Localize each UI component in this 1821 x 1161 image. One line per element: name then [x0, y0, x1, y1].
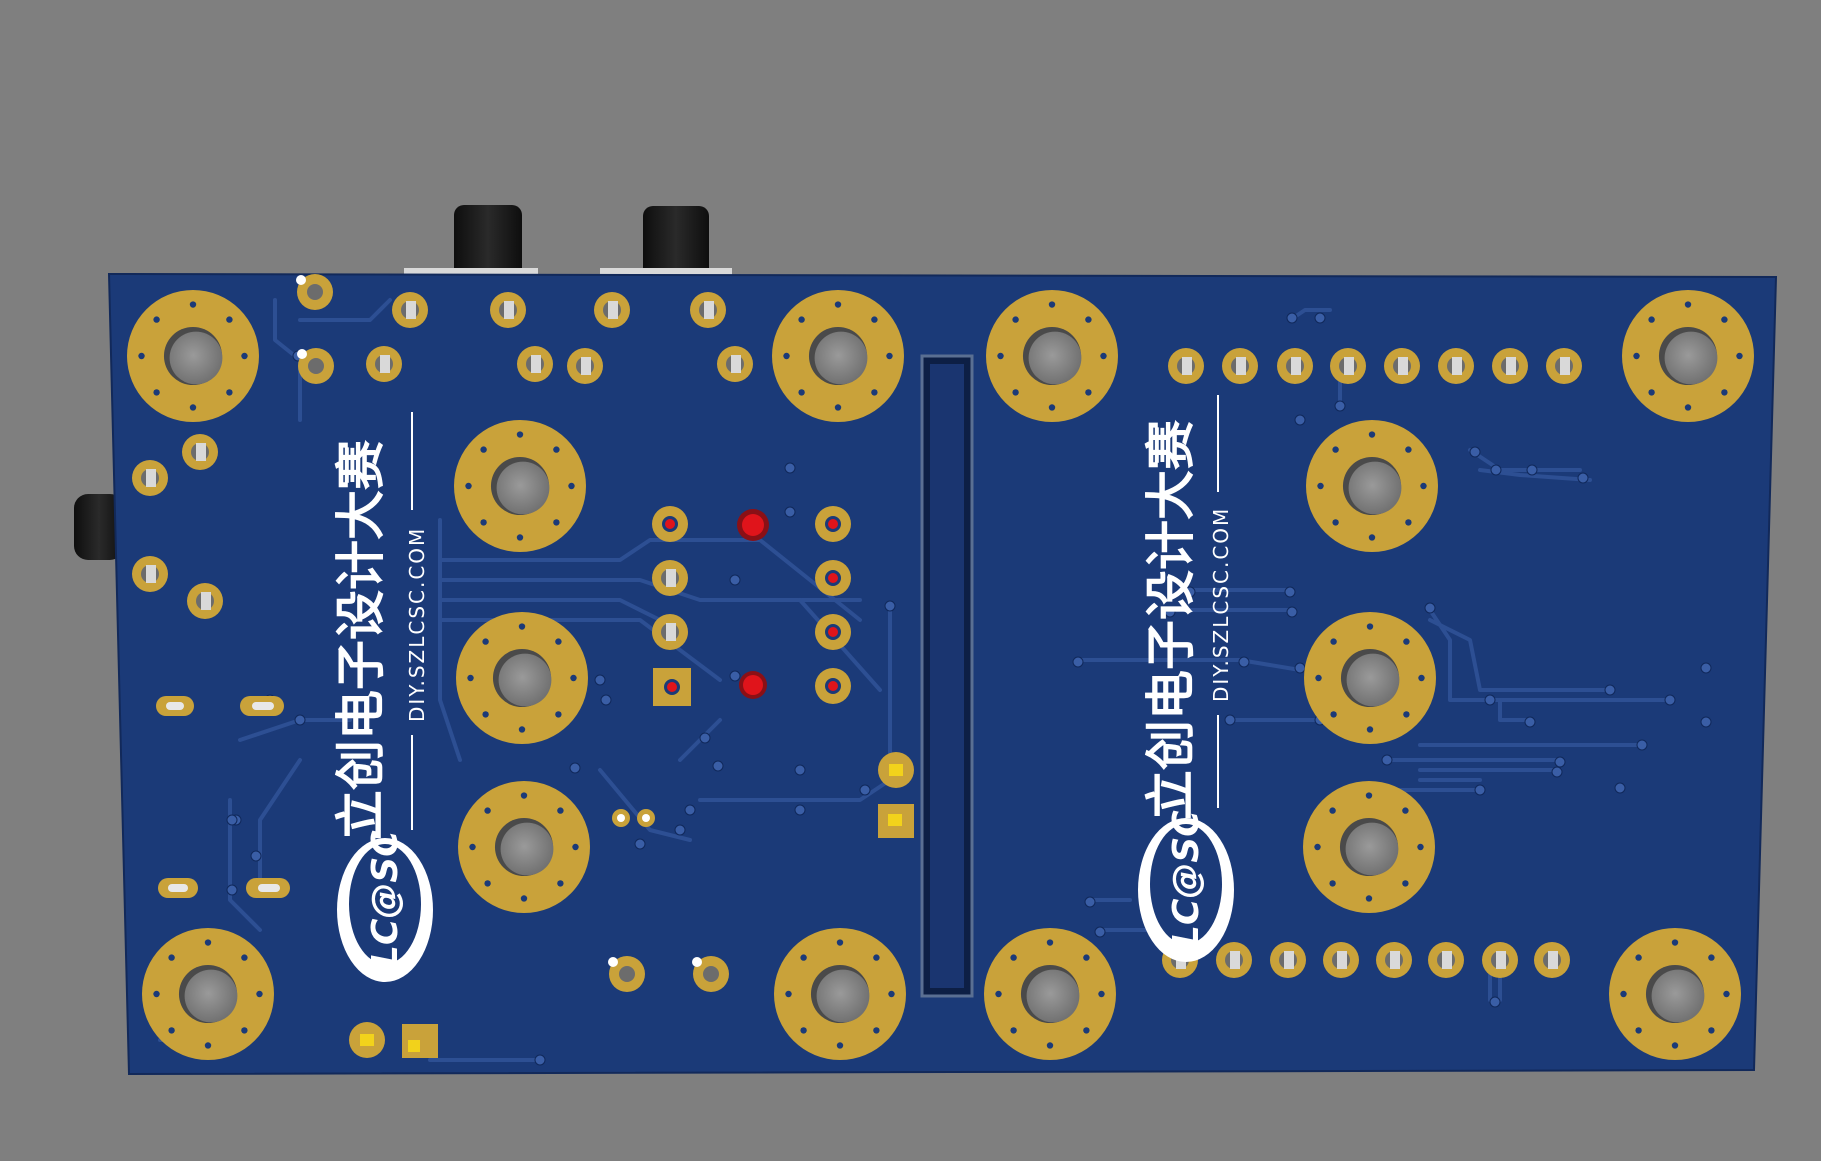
- through-hole-pad: [1438, 348, 1474, 384]
- mounting-hole: [1303, 781, 1435, 913]
- center-slot-cutout: [920, 354, 974, 998]
- through-hole-pad: [690, 292, 726, 328]
- mounting-hole: [458, 781, 590, 913]
- through-hole-pad: [594, 292, 630, 328]
- through-hole-pad: [1492, 348, 1528, 384]
- tactile-button-2: [600, 206, 732, 286]
- through-hole-pad: [652, 560, 688, 596]
- mounting-hole: [454, 420, 586, 552]
- through-hole-pad: [182, 434, 218, 470]
- url-left: DIY.SZLCSC.COM: [405, 527, 429, 722]
- lcsc-logo-left: LC@SC: [337, 830, 433, 982]
- through-hole-pad: [1270, 942, 1306, 978]
- lcsc-logo-right: LC@SC: [1138, 810, 1234, 962]
- mounting-hole: [456, 612, 588, 744]
- through-hole-pad: [1546, 348, 1582, 384]
- through-hole-pad: [132, 556, 168, 592]
- through-hole-pad: [349, 1022, 385, 1058]
- vias: [226, 312, 1712, 1066]
- through-hole-pad: [132, 460, 168, 496]
- through-hole-pad: [652, 614, 688, 650]
- through-hole-pad: [490, 292, 526, 328]
- through-hole-pad: [692, 956, 729, 992]
- through-hole-pad: [1482, 942, 1518, 978]
- red-led-1: [737, 509, 769, 541]
- mounting-hole: [1306, 420, 1438, 552]
- through-hole-pad: [608, 956, 645, 992]
- tactile-button-1: [404, 205, 538, 285]
- through-hole-pad: [815, 560, 851, 596]
- through-hole-pad: [1222, 348, 1258, 384]
- mounting-hole: [772, 290, 904, 422]
- through-hole-pad: [652, 506, 688, 542]
- through-hole-pad: [1323, 942, 1359, 978]
- mounting-hole: [1304, 612, 1436, 744]
- mounting-hole: [986, 290, 1118, 422]
- through-hole-pad: [567, 348, 603, 384]
- through-hole-pad: [815, 614, 851, 650]
- mounting-hole: [127, 290, 259, 422]
- through-hole-pad: [1384, 348, 1420, 384]
- svg-text:LC@SC: LC@SC: [1166, 810, 1207, 948]
- through-hole-pad: [187, 583, 223, 619]
- silkscreen-right: 立创电子设计大赛 DIY.SZLCSC.COM LC@SC: [1138, 395, 1234, 962]
- mounting-hole: [774, 928, 906, 1060]
- square-pads: [402, 668, 914, 1058]
- slot-pads: [156, 696, 290, 898]
- through-hole-pad: [1330, 348, 1366, 384]
- mounting-hole: [1622, 290, 1754, 422]
- through-hole-pads: [132, 274, 1582, 1058]
- mounting-holes: [127, 290, 1754, 1060]
- through-hole-pad: [815, 506, 851, 542]
- url-right: DIY.SZLCSC.COM: [1209, 507, 1233, 702]
- mounting-hole: [142, 928, 274, 1060]
- through-hole-pad: [517, 346, 553, 382]
- through-hole-pad: [1216, 942, 1252, 978]
- through-hole-pad: [297, 348, 334, 384]
- silkscreen-left: 立创电子设计大赛 DIY.SZLCSC.COM LC@SC: [332, 412, 433, 982]
- brand-chinese-left: 立创电子设计大赛: [332, 439, 390, 840]
- smd-pad: [637, 809, 655, 827]
- mounting-hole: [984, 928, 1116, 1060]
- red-led-2: [739, 671, 767, 699]
- brand-chinese-right: 立创电子设计大赛: [1142, 419, 1200, 820]
- side-jack-connector: [74, 494, 124, 560]
- svg-text:LC@SC: LC@SC: [365, 830, 406, 968]
- through-hole-pad: [296, 274, 333, 310]
- through-hole-pad: [878, 752, 914, 788]
- through-hole-pad: [1428, 942, 1464, 978]
- through-hole-pad: [392, 292, 428, 328]
- through-hole-pad: [1277, 348, 1313, 384]
- through-hole-pad: [1376, 942, 1412, 978]
- through-hole-pad: [815, 668, 851, 704]
- through-hole-pad: [1534, 942, 1570, 978]
- through-hole-pad: [1168, 348, 1204, 384]
- through-hole-pad: [717, 346, 753, 382]
- smd-pad: [612, 809, 630, 827]
- mounting-hole: [1609, 928, 1741, 1060]
- through-hole-pad: [366, 346, 402, 382]
